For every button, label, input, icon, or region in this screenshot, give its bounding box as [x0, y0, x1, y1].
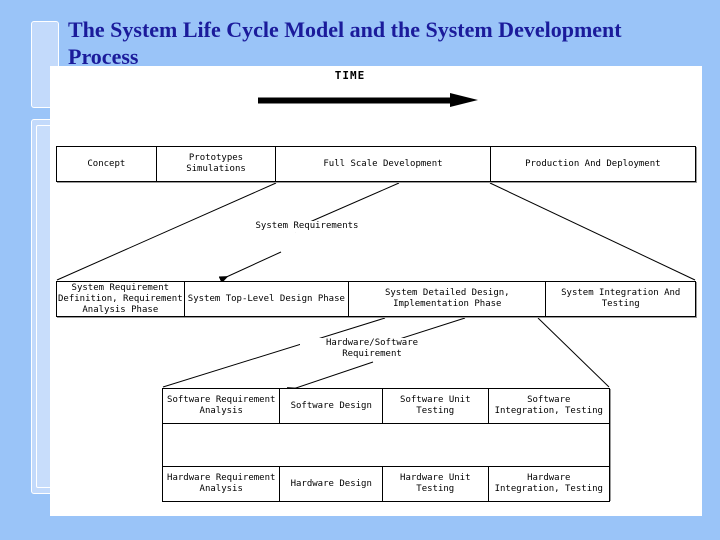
software-hardware-process-frame: Software Requirement Analysis Software D…	[162, 388, 610, 502]
software-cell-requirement-analysis[interactable]: Software Requirement Analysis	[163, 389, 281, 423]
phase-cell-requirement-definition[interactable]: System Requirement Definition, Requireme…	[58, 282, 185, 316]
hardware-software-requirement-connector-label: Hardware/Software Requirement	[300, 338, 444, 360]
hardware-cell-unit-testing[interactable]: Hardware Unit Testing	[383, 467, 489, 501]
hardware-process-row: Hardware Requirement Analysis Hardware D…	[162, 466, 610, 502]
lifecycle-cell-prototypes[interactable]: Prototypes Simulations	[157, 147, 277, 181]
system-development-phases-row: System Requirement Definition, Requireme…	[56, 281, 696, 317]
software-cell-unit-testing[interactable]: Software Unit Testing	[383, 389, 489, 423]
lifecycle-cell-full-scale[interactable]: Full Scale Development	[276, 147, 491, 181]
software-cell-integration-testing[interactable]: Software Integration, Testing	[494, 395, 603, 416]
software-process-row: Software Requirement Analysis Software D…	[162, 388, 610, 424]
hardware-cell-integration-testing[interactable]: Hardware Integration, Testing	[494, 473, 603, 494]
lifecycle-cell-concept[interactable]: Concept	[57, 147, 157, 181]
phase-cell-detailed-design[interactable]: System Detailed Design, Implementation P…	[349, 282, 547, 316]
phase-cell-top-level-design[interactable]: System Top-Level Design Phase	[185, 282, 350, 316]
diagram-panel: TIME	[50, 66, 702, 516]
system-level-lifecycle-row: Concept Prototypes Simulations Full Scal…	[56, 146, 696, 182]
page-title: The System Life Cycle Model and the Syst…	[68, 17, 622, 69]
time-axis-label: TIME	[334, 69, 366, 82]
hardware-cell-requirement-analysis[interactable]: Hardware Requirement Analysis	[163, 467, 281, 501]
system-requirements-connector-label: System Requirements	[235, 221, 379, 232]
hardware-cell-design[interactable]: Hardware Design	[280, 467, 384, 501]
lifecycle-cell-production[interactable]: Production And Deployment	[525, 158, 661, 169]
phase-cell-integration-testing[interactable]: System Integration And Testing	[561, 288, 681, 309]
system-life-cycle-diagram: TIME	[50, 66, 702, 516]
software-cell-design[interactable]: Software Design	[280, 389, 384, 423]
right-arrow-icon	[258, 93, 478, 107]
template-decoration-top-bar	[31, 21, 59, 108]
